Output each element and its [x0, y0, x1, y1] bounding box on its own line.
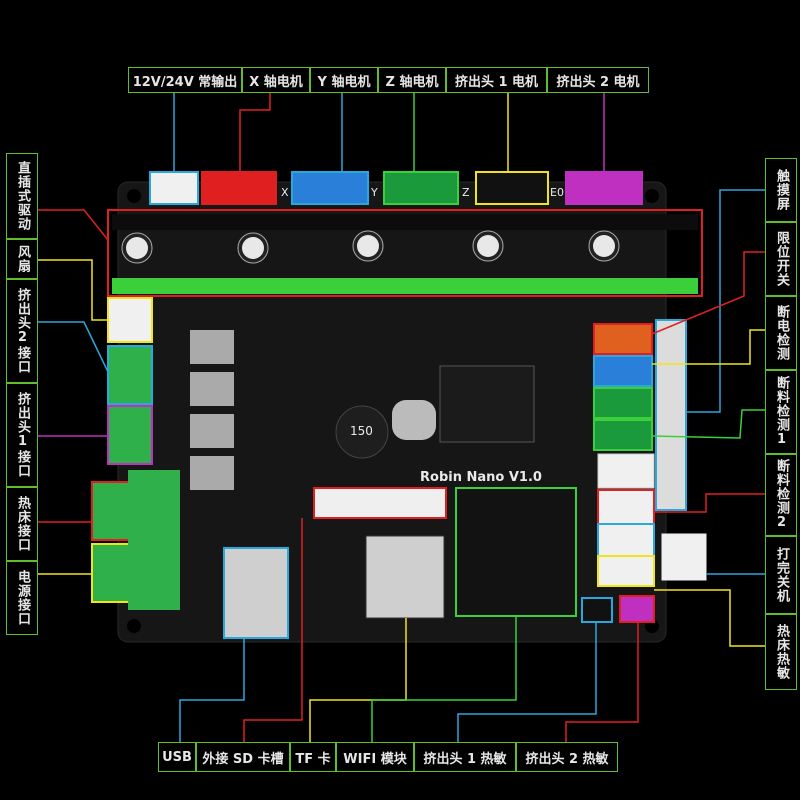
terminal-e1 — [107, 405, 153, 465]
right-label-bed-thermistor: 热床热敏 — [765, 614, 797, 690]
connector-filament-1 — [597, 453, 655, 489]
bottom-label-wifi: WIFI 模块 — [336, 742, 414, 772]
pcb-body — [117, 181, 667, 643]
right-label-filament-2: 断料检测2 — [765, 454, 797, 536]
connector-endstop-y — [593, 355, 653, 387]
connector-endstop-z — [593, 387, 653, 419]
axis-mark-z: Z — [462, 186, 470, 199]
connector-bed-thermistor — [597, 555, 655, 587]
top-label-e2-motor: 挤出头 2 电机 — [547, 67, 649, 93]
terminal-bed — [91, 481, 131, 541]
e1-thermistor-connector — [581, 597, 613, 623]
mcu-chip — [439, 365, 535, 443]
top-label-e1-motor: 挤出头 1 电机 — [446, 67, 547, 93]
driver-zone — [107, 209, 703, 297]
left-label-e2-port: 挤出头2接口 — [6, 279, 38, 383]
connector-power-out — [149, 171, 199, 205]
bottom-label-e1-thermistor: 挤出头 1 热敏 — [414, 742, 516, 772]
terminal-e2 — [107, 345, 153, 405]
left-label-bed-port: 热床接口 — [6, 487, 38, 561]
driver-capacitors — [121, 230, 620, 264]
bottom-label-e2-thermistor: 挤出头 2 热敏 — [516, 742, 618, 772]
right-label-auto-shutdown: 打完关机 — [765, 536, 797, 614]
inductor-mark: 150 — [350, 424, 373, 438]
connector-power-detect — [593, 419, 653, 451]
e2-thermistor-connector — [619, 595, 655, 623]
axis-mark-x: X — [281, 186, 289, 199]
connector-x-motor — [201, 171, 277, 205]
board-name: Robin Nano V1.0 — [420, 470, 542, 485]
driver-header-rows — [112, 214, 698, 294]
axis-mark-e0: E0 — [550, 186, 564, 199]
connector-auto-shutdown — [597, 523, 655, 557]
right-label-endstop: 限位开关 — [765, 222, 797, 296]
connector-e1-motor — [475, 171, 549, 205]
left-label-fan: 风扇 — [6, 239, 38, 279]
connector-filament-2 — [597, 489, 655, 525]
top-label-z-motor: Z 轴电机 — [378, 67, 446, 93]
top-label-x-motor: X 轴电机 — [242, 67, 310, 93]
right-label-touchscreen: 触摸屏 — [765, 158, 797, 222]
axis-mark-y: Y — [371, 186, 378, 199]
connector-endstop-x — [593, 323, 653, 355]
right-label-filament-1: 断料检测1 — [765, 370, 797, 454]
sd-slot-header — [313, 487, 447, 519]
connector-z-motor — [383, 171, 459, 205]
connector-fan — [107, 297, 153, 343]
top-label-power-out: 12V/24V 常输出 — [128, 67, 242, 93]
wifi-module — [455, 487, 577, 617]
terminal-power — [91, 543, 131, 603]
left-label-power-port: 电源接口 — [6, 561, 38, 635]
bottom-label-tf: TF 卡 — [290, 742, 336, 772]
tf-card-slot — [365, 535, 445, 619]
left-label-e1-port: 挤出头1接口 — [6, 383, 38, 487]
connector-e2-motor — [565, 171, 643, 205]
connector-y-motor — [291, 171, 369, 205]
ribbon-connector-touchscreen — [655, 319, 687, 511]
top-label-y-motor: Y 轴电机 — [310, 67, 378, 93]
usb-port — [223, 547, 289, 639]
bottom-label-sd: 外接 SD 卡槽 — [196, 742, 290, 772]
leader-lines — [38, 93, 765, 742]
left-label-driver: 直插式驱动 — [6, 153, 38, 239]
right-label-power-detect: 断电检测 — [765, 296, 797, 370]
bottom-label-usb: USB — [158, 742, 196, 772]
